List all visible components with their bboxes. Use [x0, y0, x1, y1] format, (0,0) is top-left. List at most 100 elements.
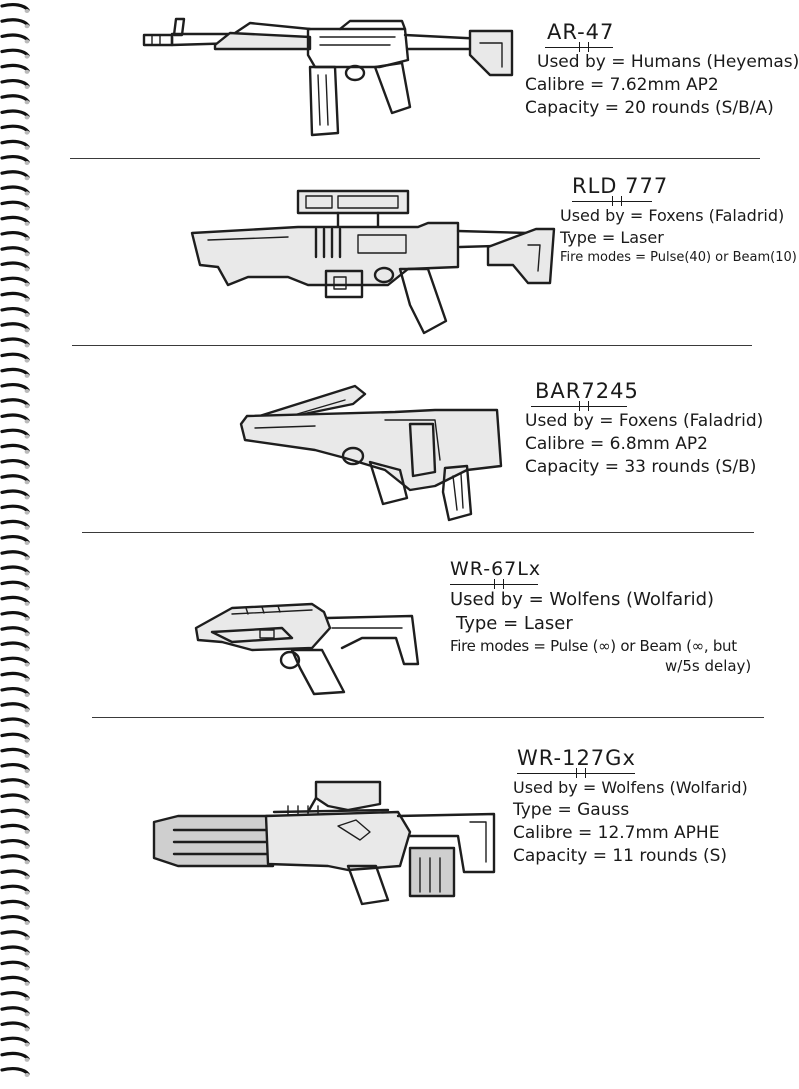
spiral-loop [0, 48, 30, 58]
spiral-hole [24, 556, 30, 561]
entry-line: Capacity = 33 rounds (S/B) [525, 457, 757, 478]
spiral-loop [0, 1067, 30, 1076]
spiral-hole [24, 313, 30, 317]
entry-line: Calibre = 6.8mm AP2 [525, 434, 708, 455]
spiral-loop [0, 626, 30, 635]
spiral-hole [24, 875, 30, 880]
spiral-loop [0, 854, 30, 863]
spiral-loop [0, 94, 30, 103]
entry-title: WR-127Gx [517, 746, 636, 770]
spiral-hole [24, 510, 30, 515]
spiral-loop [0, 915, 30, 924]
spiral-hole [24, 54, 30, 59]
spiral-loop [0, 322, 30, 331]
spiral-loop [0, 930, 30, 939]
entry-notes: WR-127Gx Used by = Wolfens (Wolfarid) Ty… [513, 744, 765, 868]
entry-line: Used by = Humans (Heyemas) [537, 52, 799, 73]
spiral-hole [24, 1057, 30, 1062]
entry-line: Used by = Foxens (Faladrid) [560, 206, 785, 226]
spiral-hole [24, 343, 30, 348]
spiral-loop [0, 656, 30, 666]
spiral-loop [0, 337, 30, 346]
spiral-hole [24, 860, 30, 865]
assault-rifle-sketch [140, 15, 520, 140]
spiral-hole [24, 966, 30, 971]
entry-notes: WR-67Lx Used by = Wolfens (Wolfarid) Typ… [450, 557, 765, 677]
spiral-hole [24, 480, 30, 485]
spiral-loop [0, 185, 30, 194]
spiral-loop [0, 763, 30, 772]
spiral-hole [24, 358, 30, 363]
spiral-loop [0, 291, 30, 301]
spiral-loop [0, 535, 30, 544]
spiral-hole [24, 1012, 30, 1017]
entry-line: Type = Laser [560, 227, 664, 247]
spiral-hole [24, 845, 30, 849]
spiral-hole [24, 373, 30, 378]
spiral-loop [0, 1051, 30, 1061]
spiral-hole [24, 404, 30, 409]
spiral-loop [0, 33, 30, 42]
entry-line: Type = Gauss [513, 799, 630, 820]
spiral-hole [24, 738, 30, 743]
spiral-hole [24, 662, 30, 667]
spiral-loop [0, 109, 30, 118]
entry-line: Capacity = 20 rounds (S/B/A) [525, 98, 774, 119]
spiral-hole [24, 541, 30, 545]
spiral-hole [24, 829, 30, 834]
bullpup-rifle-sketch [235, 380, 510, 525]
spiral-loop [0, 1021, 30, 1030]
spiral-loop [0, 276, 30, 286]
spiral-hole [24, 997, 30, 1001]
entry-notes: RLD 777 Used by = Foxens (Faladrid) Type… [560, 172, 797, 266]
title-underline [531, 401, 627, 412]
spiral-loop [0, 63, 30, 73]
spiral-loop [0, 155, 30, 164]
spiral-hole [24, 1027, 30, 1032]
spiral-loop [0, 702, 30, 711]
spiral-hole [24, 723, 30, 728]
spiral-hole [24, 176, 30, 181]
spiral-loop [0, 808, 30, 818]
entry-line: Capacity = 11 rounds (S) [513, 845, 728, 866]
spiral-hole [24, 130, 30, 135]
spiral-loop [0, 641, 30, 650]
section-divider [92, 717, 764, 718]
spiral-loop [0, 717, 30, 726]
spiral-loop [0, 869, 30, 878]
entry-line: Used by = Wolfens (Wolfarid) [513, 778, 748, 798]
spiral-hole [24, 465, 30, 469]
spiral-hole [24, 282, 30, 287]
spiral-hole [24, 495, 30, 500]
spiral-hole [24, 677, 30, 682]
spiral-hole [24, 69, 30, 74]
spiral-hole [24, 328, 30, 333]
title-underline [545, 42, 613, 53]
spiral-loop [0, 550, 30, 559]
entry-title: AR-47 [547, 20, 615, 44]
spiral-hole [24, 981, 30, 986]
spiral-hole [24, 905, 30, 910]
spiral-loop [0, 246, 30, 255]
spiral-hole [24, 100, 30, 105]
spiral-loop [0, 595, 30, 605]
entry-line: Used by = Foxens (Faladrid) [525, 411, 764, 432]
spiral-loop [0, 504, 30, 514]
title-underline [517, 768, 635, 779]
spiral-loop [0, 18, 30, 27]
spiral-hole [24, 237, 30, 241]
spiral-loop [0, 489, 30, 498]
gauss-rifle-sketch [148, 776, 498, 906]
spiral-hole [24, 161, 30, 165]
spiral-loop [0, 778, 30, 787]
spiral-hole [24, 647, 30, 652]
entry-notes: BAR7245 Used by = Foxens (Faladrid) Cali… [525, 377, 765, 479]
spiral-loop [0, 580, 30, 590]
spiral-hole [24, 784, 30, 789]
spiral-loop [0, 839, 30, 848]
spiral-loop [0, 565, 30, 574]
entry-title: RLD 777 [572, 174, 669, 198]
spiral-loop [0, 671, 30, 681]
spiral-loop [0, 899, 30, 909]
spiral-hole [24, 753, 30, 758]
